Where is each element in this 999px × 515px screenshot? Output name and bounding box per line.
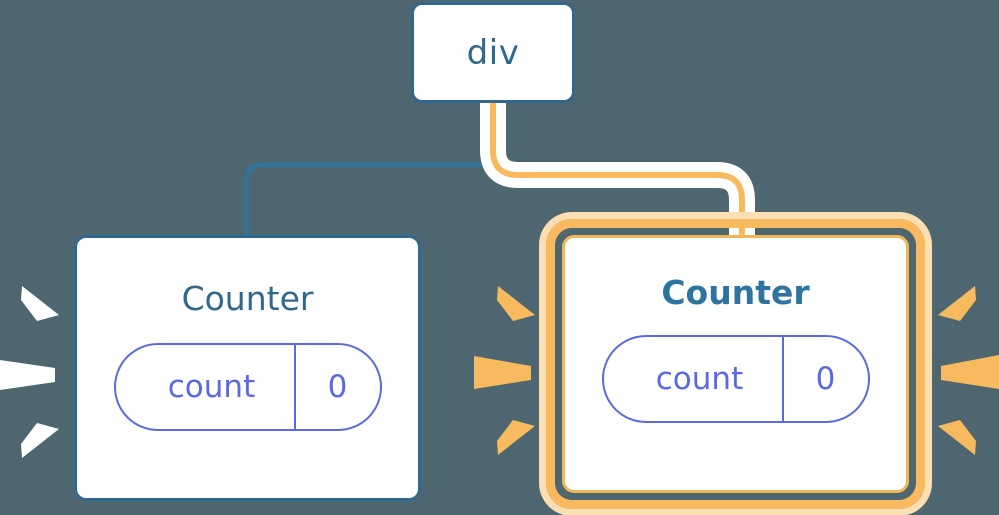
- state-pill-divider: [293, 345, 296, 429]
- node-counter-left[interactable]: Counter count 0: [74, 235, 421, 501]
- sparkle-ray-icon: [497, 420, 535, 455]
- state-pill-counter-right: count 0: [601, 335, 870, 423]
- sparkle-ray-icon: [497, 286, 535, 321]
- edge-div-to-counter-left: [245, 103, 495, 235]
- state-pill-divider: [781, 337, 784, 421]
- state-value-label: 0: [815, 360, 836, 397]
- sparkle-ray-icon: [21, 286, 59, 321]
- sparkle-ray-icon: [21, 423, 59, 458]
- sparkle-ray-icon: [0, 360, 55, 390]
- sparkle-ray-icon: [938, 420, 976, 455]
- edge-div-to-counter-right: [490, 103, 745, 240]
- state-key-label: count: [167, 368, 256, 405]
- state-pill-counter-left: count 0: [113, 343, 382, 431]
- state-key-label: count: [655, 360, 744, 397]
- node-div-label: div: [466, 32, 520, 73]
- sparkle-ray-icon: [474, 356, 531, 389]
- node-counter-left-label: Counter: [181, 279, 314, 318]
- node-counter-right-label: Counter: [661, 273, 810, 312]
- state-value-label: 0: [327, 368, 348, 405]
- node-counter-right[interactable]: Counter count 0: [562, 235, 909, 493]
- sparkle-right-counter-right-side: [938, 286, 999, 455]
- rerender-highlight-ring: [546, 219, 925, 509]
- sparkle-ray-icon: [941, 355, 999, 389]
- sparkle-left-counter-left-side: [0, 286, 59, 458]
- sparkle-ray-icon: [938, 286, 976, 321]
- sparkle-right-counter-left-side: [474, 286, 535, 455]
- node-div[interactable]: div: [411, 2, 575, 103]
